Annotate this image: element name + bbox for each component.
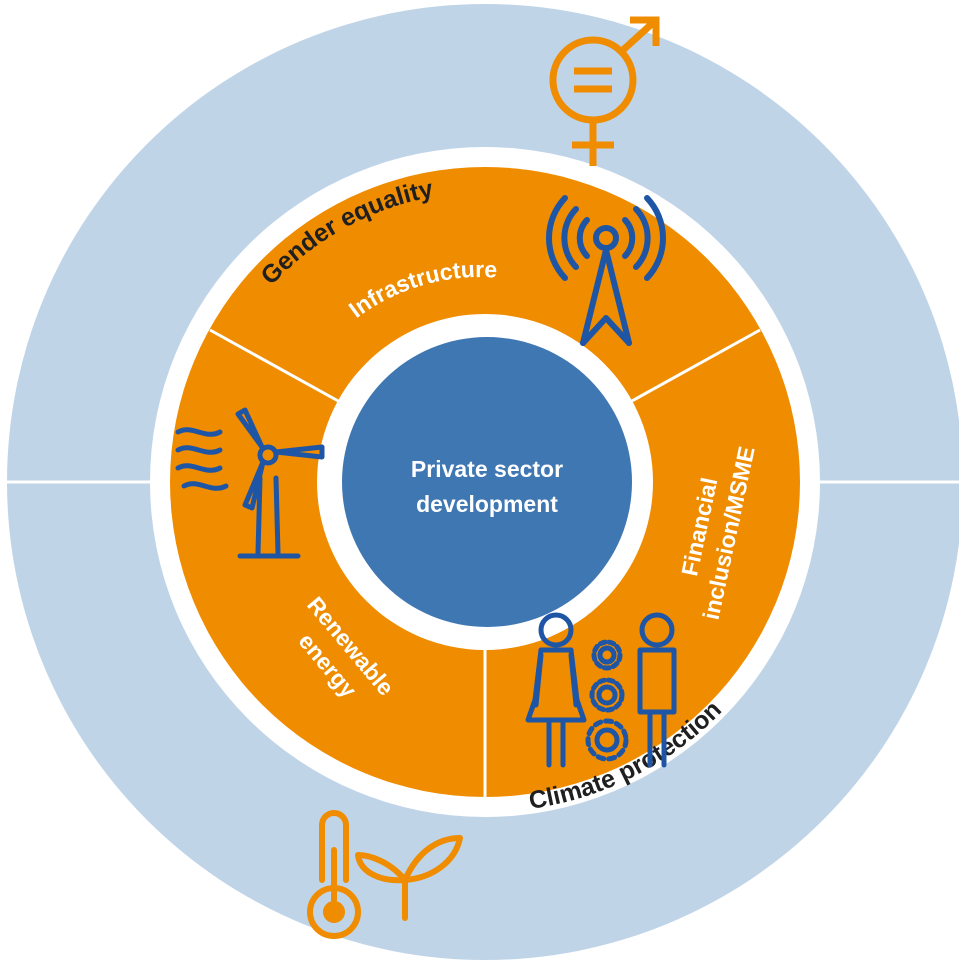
thermometer-icon: [307, 810, 361, 939]
middle-ring-divider-left: [209, 328, 341, 404]
center-circle: [342, 337, 632, 627]
sprout-icon: [355, 835, 463, 921]
gender-symbol-icon: [549, 16, 660, 166]
center-title-line1: Private sector: [411, 456, 563, 482]
center-title-line2: development: [416, 491, 558, 517]
middle-ring-divider-right: [629, 328, 761, 404]
radio-tower-icon: [546, 195, 666, 346]
wind-turbine-icon: [175, 407, 325, 559]
people-gears-icon: [525, 612, 677, 768]
